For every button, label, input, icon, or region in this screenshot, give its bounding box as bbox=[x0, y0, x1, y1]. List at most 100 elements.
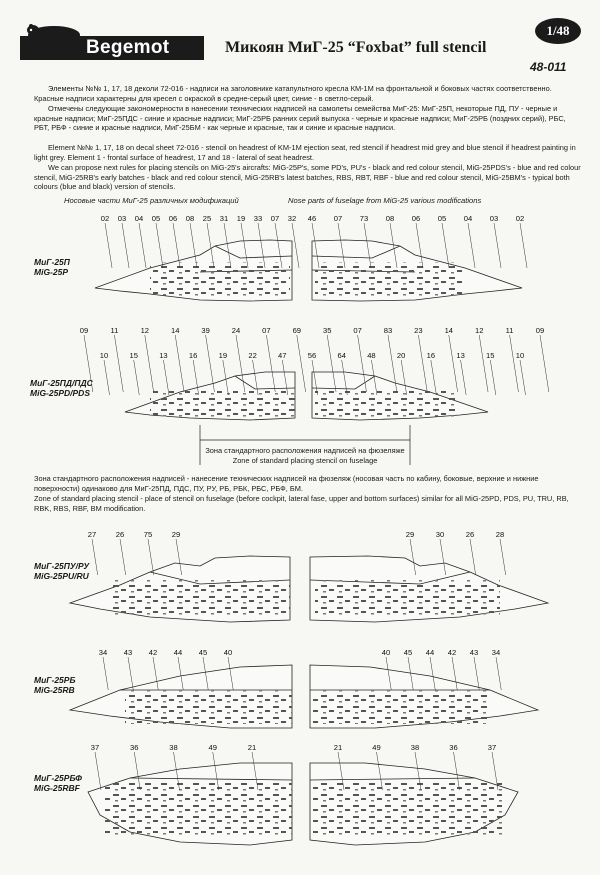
stencil-number: 11 bbox=[506, 326, 514, 335]
stencil-number: 39 bbox=[201, 326, 209, 335]
leader-line bbox=[144, 334, 154, 393]
stencil-number: 56 bbox=[308, 351, 316, 360]
leader-line bbox=[490, 359, 497, 396]
stencil-number: 03 bbox=[490, 214, 498, 223]
stencil-number: 64 bbox=[337, 351, 345, 360]
mig25pd-left-nose bbox=[124, 371, 296, 421]
stencil-number: 31 bbox=[220, 214, 228, 223]
stencil-number: 25 bbox=[203, 214, 211, 223]
leader-line bbox=[163, 359, 170, 396]
leader-line bbox=[282, 359, 289, 396]
stencil-number: 08 bbox=[186, 214, 194, 223]
stencil-number: 30 bbox=[436, 530, 444, 539]
leader-line bbox=[539, 334, 550, 393]
leader-line bbox=[499, 538, 506, 576]
mig25pu-right-nose bbox=[309, 555, 550, 623]
stencil-number: 43 bbox=[470, 648, 478, 657]
stencil-number: 14 bbox=[445, 326, 453, 335]
stencil-number: 29 bbox=[172, 530, 180, 539]
stencil-number: 15 bbox=[129, 351, 137, 360]
leader-line bbox=[467, 222, 476, 269]
leader-line bbox=[133, 359, 140, 396]
leader-line bbox=[519, 222, 528, 269]
leader-line bbox=[495, 656, 502, 691]
mig25p-left-nose bbox=[94, 239, 293, 302]
stencil-number: 07 bbox=[271, 214, 279, 223]
leader-line bbox=[473, 656, 480, 691]
stencil-number: 69 bbox=[293, 326, 301, 335]
leader-line bbox=[192, 359, 199, 396]
stencil-number: 06 bbox=[412, 214, 420, 223]
stencil-number: 34 bbox=[492, 648, 500, 657]
leader-line bbox=[103, 359, 110, 396]
stencil-number: 06 bbox=[169, 214, 177, 223]
leader-line bbox=[104, 222, 113, 269]
stencil-number: 08 bbox=[386, 214, 394, 223]
stencil-number: 29 bbox=[406, 530, 414, 539]
leader-line bbox=[291, 222, 300, 269]
stencil-number: 07 bbox=[262, 326, 270, 335]
stencil-number: 37 bbox=[488, 743, 496, 752]
leader-line bbox=[189, 222, 198, 269]
leader-line bbox=[415, 222, 424, 269]
stencil-number: 48 bbox=[367, 351, 375, 360]
stencil-number: 43 bbox=[124, 648, 132, 657]
variant-label-mig25rbf: МиГ-25РБФ MiG-25RBF bbox=[34, 773, 82, 793]
leader-line bbox=[441, 222, 450, 269]
mig25rbf-left-nose bbox=[87, 762, 293, 846]
stencil-number: 16 bbox=[427, 351, 435, 360]
leader-line bbox=[451, 656, 458, 691]
stencil-number: 12 bbox=[475, 326, 483, 335]
leader-line bbox=[400, 359, 407, 396]
leader-line bbox=[152, 656, 159, 691]
stencil-number: 36 bbox=[130, 743, 138, 752]
leader-line bbox=[147, 538, 154, 576]
stencil-number: 34 bbox=[99, 648, 107, 657]
leader-line bbox=[173, 751, 180, 791]
leader-line bbox=[274, 222, 283, 269]
stencil-number: 83 bbox=[384, 326, 392, 335]
stencil-number: 27 bbox=[88, 530, 96, 539]
stencil-number: 21 bbox=[248, 743, 256, 752]
stencil-number: 37 bbox=[91, 743, 99, 752]
leader-line bbox=[439, 538, 446, 576]
zone-bracket bbox=[199, 425, 411, 465]
stencil-number: 04 bbox=[464, 214, 472, 223]
stencil-number: 44 bbox=[174, 648, 182, 657]
stencil-number: 13 bbox=[159, 351, 167, 360]
leader-line bbox=[102, 656, 109, 691]
kit-number: 48-011 bbox=[530, 60, 567, 74]
stencil-number: 36 bbox=[449, 743, 457, 752]
leader-line bbox=[119, 538, 126, 576]
mig25rb-right-nose bbox=[309, 664, 540, 729]
caption-ru: Носовые части МиГ-25 различных модификац… bbox=[64, 196, 239, 205]
paragraph-ru-1: Элементы №№ 1, 17, 18 деколи 72-016 - на… bbox=[34, 84, 552, 103]
stencil-number: 05 bbox=[438, 214, 446, 223]
leader-line bbox=[418, 334, 428, 393]
stencil-number: 04 bbox=[135, 214, 143, 223]
variant-label-mig25rb: МиГ-25РБ MiG-25RB bbox=[34, 675, 76, 695]
leader-line bbox=[478, 334, 489, 393]
stencil-number: 45 bbox=[404, 648, 412, 657]
mig25rb-left-nose bbox=[68, 664, 293, 729]
stencil-number: 02 bbox=[101, 214, 109, 223]
leader-line bbox=[376, 751, 383, 791]
stencil-number: 21 bbox=[334, 743, 342, 752]
stencil-number: 49 bbox=[209, 743, 217, 752]
leader-line bbox=[387, 334, 398, 393]
stencil-number: 22 bbox=[248, 351, 256, 360]
stencil-number: 33 bbox=[254, 214, 262, 223]
stencil-number: 03 bbox=[118, 214, 126, 223]
stencil-number: 10 bbox=[100, 351, 108, 360]
stencil-number: 24 bbox=[232, 326, 240, 335]
zone-label: Зона стандартного расположения надписей … bbox=[200, 446, 410, 466]
paragraph-en-1: Element №№ 1, 17, 18 on decal sheet 72-0… bbox=[34, 143, 576, 162]
stencil-number: 45 bbox=[199, 648, 207, 657]
zone-description-ru: Зона стандартного расположения надписей … bbox=[34, 474, 539, 493]
mig25p-right-nose bbox=[311, 239, 523, 302]
logo-bar bbox=[20, 36, 204, 60]
leader-line bbox=[121, 222, 130, 269]
leader-line bbox=[222, 359, 229, 396]
stencil-number: 09 bbox=[80, 326, 88, 335]
